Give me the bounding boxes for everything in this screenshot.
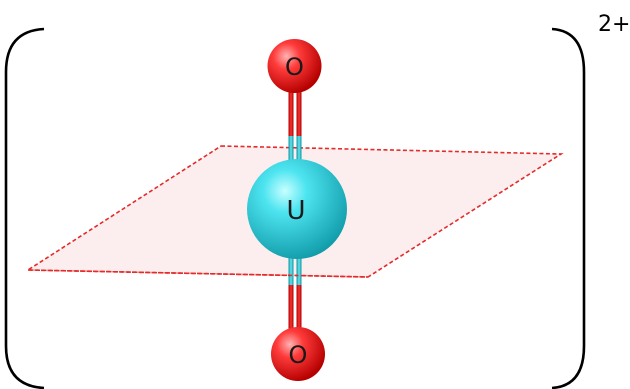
- oxygen-top-label: O: [285, 53, 304, 81]
- upper-double-bond: [288, 86, 302, 170]
- oxygen-bottom-label: O: [289, 341, 308, 369]
- uranium-atom: U: [247, 159, 347, 259]
- lower-double-bond: [288, 250, 302, 341]
- plane-front-edge: [27, 269, 369, 278]
- charge-label: 2+: [598, 12, 630, 37]
- uranium-label: U: [286, 196, 305, 226]
- oxygen-atom-bottom: O: [271, 327, 325, 381]
- oxygen-atom-top: O: [267, 39, 322, 93]
- right-bracket: [551, 27, 586, 389]
- left-bracket: [4, 27, 45, 389]
